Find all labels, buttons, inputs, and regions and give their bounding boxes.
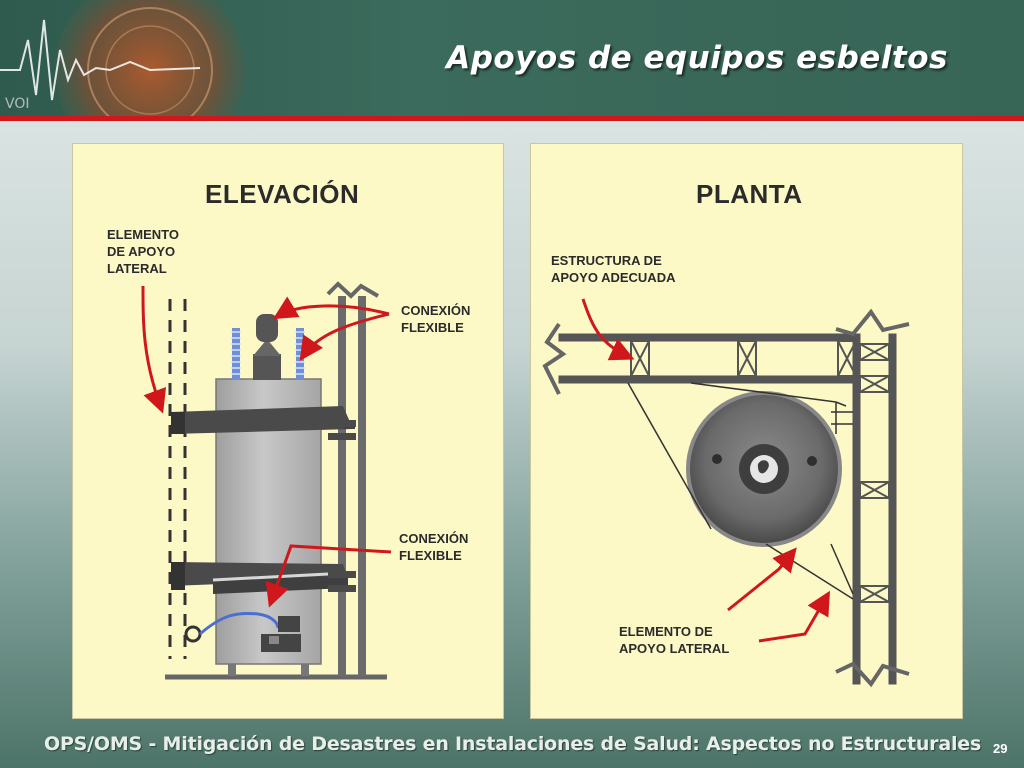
steel-column xyxy=(358,296,366,676)
header-divider xyxy=(0,116,1024,121)
elevation-flex-top-label: CONEXIÓN FLEXIBLE xyxy=(401,303,471,335)
lateral-arrow-2 xyxy=(758,590,831,643)
lower-strap xyxy=(171,562,356,594)
flex-bottom-arrow xyxy=(265,544,392,608)
vertical-truss xyxy=(852,333,897,685)
gas-valve-icon xyxy=(184,625,202,643)
lateral-arrow-1 xyxy=(727,547,797,612)
burner-control xyxy=(261,634,301,652)
break-line xyxy=(835,308,910,337)
bracing-cables xyxy=(627,382,854,600)
slide-title: Apoyos de equipos esbeltos xyxy=(446,40,948,76)
flex-coil-left xyxy=(231,328,241,380)
structure-arrow xyxy=(581,298,635,361)
svg-text:VOI: VOI xyxy=(5,96,29,112)
plan-lateral-label: ELEMENTO DE APOYO LATERAL xyxy=(619,624,730,656)
header-band: VOI Apoyos de equipos esbeltos xyxy=(0,0,1024,116)
elevation-drawing xyxy=(141,281,392,680)
vent-pipe xyxy=(253,354,281,380)
elevation-title: ELEVACIÓN xyxy=(205,179,360,209)
plan-title: PLANTA xyxy=(696,179,803,209)
break-line xyxy=(542,322,567,395)
flex-top-arrow-1 xyxy=(272,296,390,320)
break-line xyxy=(326,281,380,299)
gas-hose xyxy=(199,611,280,636)
upper-strap xyxy=(171,406,356,440)
footer-text: OPS/OMS - Mitigación de Desastres en Ins… xyxy=(44,733,982,755)
elevation-lateral-label: ELEMENTO DE APOYO LATERAL xyxy=(107,227,179,276)
page-number: 29 xyxy=(993,741,1008,756)
plan-structure-label: ESTRUCTURA DE APOYO ADECUADA xyxy=(551,253,676,285)
ops-logo-icon: VOI xyxy=(0,0,260,116)
elevation-panel: ELEVACIÓN ELEMENTO DE APOYO LATERAL CONE… xyxy=(72,143,504,719)
flex-top-arrow-2 xyxy=(299,312,390,361)
plan-panel: PLANTA ESTRUCTURA DE APOYO ADECUADA ELEM… xyxy=(530,143,963,719)
elevation-flex-bottom-label: CONEXIÓN FLEXIBLE xyxy=(399,531,469,563)
break-line xyxy=(835,661,910,688)
plan-drawing xyxy=(542,298,910,688)
steel-column xyxy=(338,296,346,676)
lateral-arrow xyxy=(141,285,167,414)
